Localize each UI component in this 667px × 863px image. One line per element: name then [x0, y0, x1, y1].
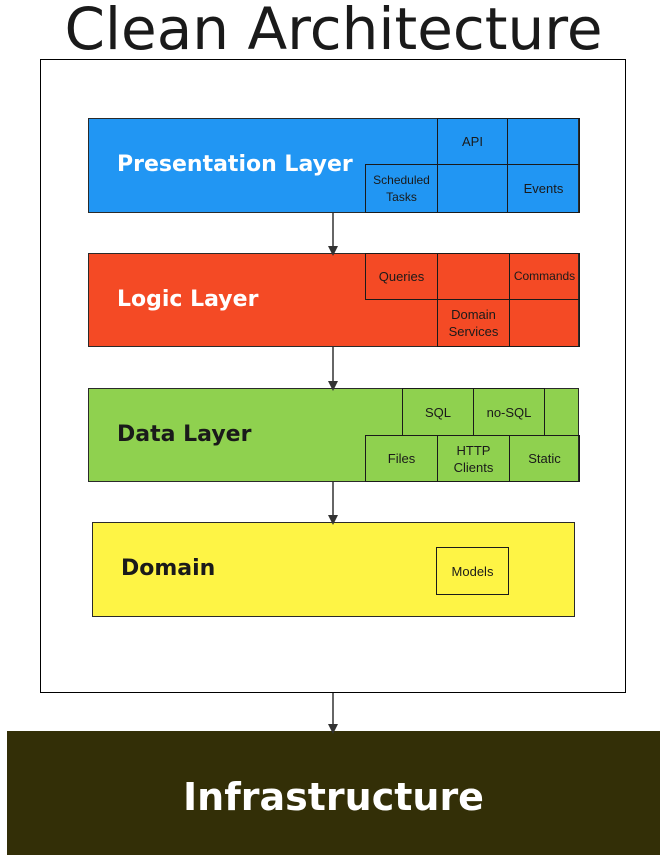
events-block: Events	[507, 164, 580, 213]
logic-layer: Logic Layer Queries Commands Domain Serv…	[88, 253, 580, 347]
queries-label: Queries	[378, 269, 425, 284]
infrastructure-label: Infrastructure	[183, 775, 484, 819]
events-label: Events	[523, 181, 564, 196]
blank-block	[509, 299, 580, 347]
static-label: Static	[528, 451, 561, 466]
nosql-label: no-SQL	[486, 404, 532, 420]
models-label: Models	[451, 563, 494, 579]
domain-services-block: Domain Services	[437, 299, 510, 347]
http-clients-label: HTTP Clients	[453, 442, 494, 475]
presentation-layer: Presentation Layer API Scheduled Tasks E…	[88, 118, 580, 213]
domain-services-label: Domain Services	[448, 307, 499, 339]
infrastructure-layer: Infrastructure	[7, 731, 660, 855]
domain-layer: Domain Models	[92, 522, 575, 617]
domain-layer-label: Domain	[121, 556, 216, 581]
logic-layer-label: Logic Layer	[117, 287, 259, 312]
scheduled-tasks-block: Scheduled Tasks	[365, 164, 438, 213]
models-block: Models	[436, 547, 509, 595]
api-label: API	[462, 134, 483, 149]
data-layer-label: Data Layer	[117, 422, 252, 447]
scheduled-tasks-label: Scheduled Tasks	[373, 172, 430, 204]
data-layer: Data Layer SQL no-SQL Files HTTP Clients…	[88, 388, 580, 482]
diagram-title: Clean Architecture	[64, 0, 603, 63]
sql-label: SQL	[424, 404, 451, 420]
presentation-layer-label: Presentation Layer	[117, 152, 353, 177]
static-block: Static	[509, 435, 580, 482]
files-label: Files	[387, 451, 416, 466]
commands-label: Commands	[513, 269, 576, 283]
